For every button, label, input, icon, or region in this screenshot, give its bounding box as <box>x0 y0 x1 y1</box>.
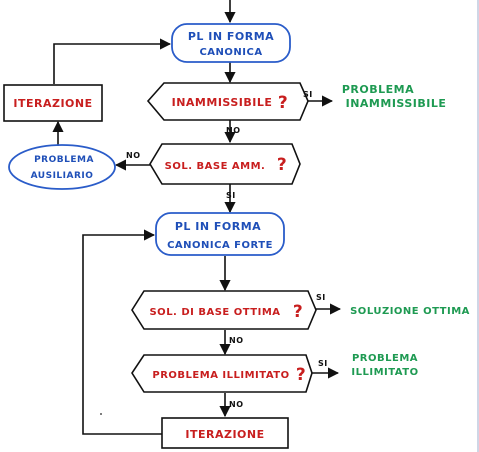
pl-forte-line1: PL IN FORMA <box>175 220 261 233</box>
inammissibile-question: ? <box>278 93 288 113</box>
iterazione-bottom-label: ITERAZIONE <box>185 428 264 441</box>
pl-canonica-line2: CANONICA <box>199 47 262 58</box>
sol-base-amm-question: ? <box>277 155 287 175</box>
label-si-sol-base: SI <box>226 191 236 200</box>
result-problema-illimitato: PROBLEMA ILLIMITATO <box>351 353 418 378</box>
loop-to-pl-canonica <box>53 38 172 84</box>
inammissibile-label: INAMMISSIBILE <box>172 96 273 109</box>
decision-sol-base-ottima: SOL. DI BASE OTTIMA ? <box>131 290 317 330</box>
problema-inammissibile-line1: PROBLEMA <box>342 83 414 96</box>
label-si-illimitato: SI <box>318 359 328 368</box>
decision-sol-base-amm: SOL. BASE AMM. ? <box>149 143 301 185</box>
sol-base-ottima-question: ? <box>293 302 303 322</box>
problema-illimitato-question: ? <box>296 365 306 385</box>
problema-inammissibile-line2: INAMMISSIBILE <box>346 97 447 110</box>
ausiliario-line2: AUSILIARIO <box>31 171 94 181</box>
node-iterazione-top: ITERAZIONE <box>3 84 103 122</box>
scan-dot <box>100 413 102 415</box>
iterazione-top-label: ITERAZIONE <box>13 97 92 110</box>
node-pl-canonica: PL IN FORMA CANONICA <box>171 23 291 63</box>
sol-base-ottima-label: SOL. DI BASE OTTIMA <box>149 307 280 318</box>
decision-problema-illimitato: PROBLEMA ILLIMITATO ? <box>131 354 313 393</box>
pl-canonica-line1: PL IN FORMA <box>188 30 274 43</box>
label-no-sol-base: NO <box>126 151 141 160</box>
label-no-inammissibile: NO <box>226 126 241 135</box>
label-si-inammissibile: SI <box>303 90 313 99</box>
problema-illimitato-label: PROBLEMA ILLIMITATO <box>152 370 289 381</box>
node-iterazione-bottom: ITERAZIONE <box>161 417 289 449</box>
ausiliario-line1: PROBLEMA <box>34 155 94 165</box>
illimitato-result-line1: PROBLEMA <box>352 353 418 364</box>
node-problema-ausiliario: PROBLEMA AUSILIARIO <box>8 144 116 190</box>
loop-to-pl-forte <box>82 229 162 435</box>
result-soluzione-ottima: SOLUZIONE OTTIMA <box>350 306 470 317</box>
illimitato-result-line2: ILLIMITATO <box>351 367 418 378</box>
pl-forte-line2: CANONICA FORTE <box>167 240 273 251</box>
connectors <box>52 0 342 435</box>
label-no-ottima: NO <box>229 336 244 345</box>
node-pl-canonica-forte: PL IN FORMA CANONICA FORTE <box>155 212 285 256</box>
label-si-ottima: SI <box>316 293 326 302</box>
label-no-illimitato: NO <box>229 400 244 409</box>
decision-inammissibile: INAMMISSIBILE ? <box>146 82 309 121</box>
sol-base-amm-label: SOL. BASE AMM. <box>165 161 266 172</box>
result-problema-inammissibile: PROBLEMA INAMMISSIBILE <box>342 83 447 110</box>
